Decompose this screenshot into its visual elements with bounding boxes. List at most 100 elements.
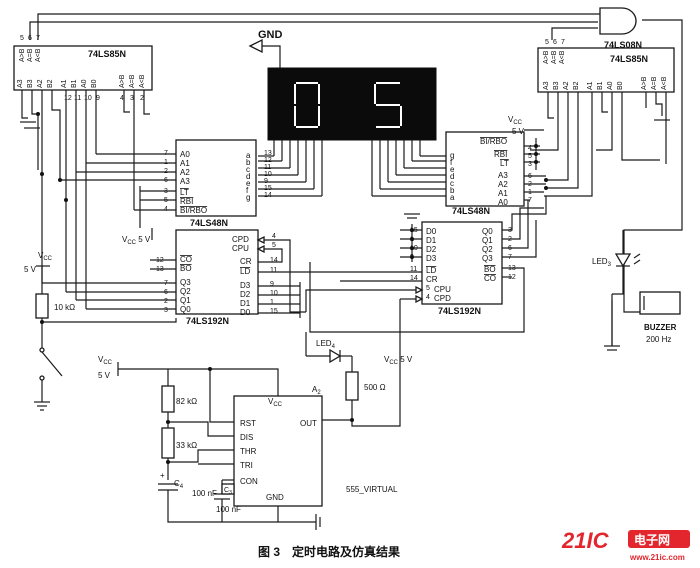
svg-text:A>B: A>B <box>641 76 648 90</box>
buzzer <box>639 291 681 315</box>
svg-text:e: e <box>246 179 251 188</box>
svg-text:A<B: A<B <box>139 74 146 88</box>
svg-text:11: 11 <box>270 267 277 274</box>
svg-text:A=B: A=B <box>551 50 558 64</box>
svg-text:LD: LD <box>426 266 436 275</box>
svg-text:7: 7 <box>36 35 40 42</box>
svg-text:3: 3 <box>164 307 168 314</box>
svg-text:11: 11 <box>74 95 81 102</box>
svg-text:b: b <box>246 158 251 167</box>
svg-text:c: c <box>450 179 454 188</box>
svg-text:A3: A3 <box>498 171 508 180</box>
vcc-label-48-left: VCC 5 V <box>122 235 151 246</box>
svg-text:A0: A0 <box>607 81 614 90</box>
svg-text:12: 12 <box>264 157 272 164</box>
cap-c4-label: C4 <box>174 479 184 490</box>
svg-text:11: 11 <box>264 164 271 171</box>
svg-text:3: 3 <box>528 161 532 168</box>
svg-text:14: 14 <box>264 192 272 199</box>
svg-text:CO: CO <box>180 255 192 264</box>
ground-symbol-top: GND <box>248 29 283 68</box>
svg-text:4: 4 <box>426 294 430 301</box>
svg-text:A<B: A<B <box>661 76 668 90</box>
resistor-33k <box>161 427 175 459</box>
chip-label-85-right: 74LS85N <box>610 54 648 64</box>
svg-text:A3: A3 <box>180 177 190 186</box>
svg-text:CPD: CPD <box>434 294 451 303</box>
svg-text:3: 3 <box>130 95 134 102</box>
svg-text:RST: RST <box>240 419 256 428</box>
svg-text:BI/RBO: BI/RBO <box>180 206 207 215</box>
svg-text:11: 11 <box>410 266 417 273</box>
svg-text:OUT: OUT <box>300 419 317 428</box>
svg-text:B1: B1 <box>597 81 604 90</box>
reset-switch-circuit: VCC 5 V 10 kΩ <box>24 251 177 411</box>
svg-text:A1: A1 <box>180 159 190 168</box>
svg-text:Q1: Q1 <box>180 296 191 305</box>
cap-c3-value: 100 nF <box>216 505 241 514</box>
svg-text:12: 12 <box>64 95 72 102</box>
svg-text:14: 14 <box>270 257 278 264</box>
svg-text:Q2: Q2 <box>180 287 191 296</box>
resistor-33k-label: 33 kΩ <box>176 441 197 450</box>
svg-text:5: 5 <box>426 285 430 292</box>
chip-label-48-right: 74LS48N <box>452 206 490 216</box>
alarm-output: LED3 BUZZER 200 Hz <box>592 230 681 351</box>
svg-text:5: 5 <box>545 39 549 46</box>
svg-text:电子网: 电子网 <box>634 532 670 547</box>
svg-text:D1: D1 <box>240 299 251 308</box>
svg-text:CON: CON <box>240 477 258 486</box>
svg-text:b: b <box>450 186 455 195</box>
svg-text:GND: GND <box>266 493 284 502</box>
svg-text:A2: A2 <box>312 385 321 396</box>
svg-text:A0: A0 <box>81 79 88 88</box>
svg-text:B2: B2 <box>573 81 580 90</box>
chip-label-48-left: 74LS48N <box>190 218 228 228</box>
display-digit-ones <box>374 82 402 128</box>
svg-text:A<B: A<B <box>35 48 42 62</box>
led3-icon <box>614 253 632 268</box>
counter-74ls192-right: D0 D1 D2 D3 LD CR CPU CPD Q0 Q1 Q2 Q3 BO… <box>304 196 547 366</box>
reset-switch[interactable] <box>41 351 63 377</box>
svg-text:LT: LT <box>500 159 509 168</box>
svg-text:9: 9 <box>264 178 268 185</box>
decoder-74ls48-right: g f e d c b a BI/RBO RBI LT A3 A2 A1 A0 … <box>445 115 546 216</box>
svg-text:B0: B0 <box>617 81 624 90</box>
svg-text:g: g <box>246 193 250 202</box>
svg-text:B3: B3 <box>27 79 34 88</box>
figure-caption: 图 3 定时电路及仿真结果 <box>258 544 400 559</box>
svg-text:f: f <box>246 186 249 195</box>
led4-icon <box>329 348 342 364</box>
svg-text:a: a <box>246 151 251 160</box>
svg-text:D1: D1 <box>426 236 437 245</box>
svg-text:5 V: 5 V <box>98 371 111 380</box>
svg-text:A2: A2 <box>180 168 190 177</box>
svg-text:c: c <box>246 165 250 174</box>
cap-c4-value: 100 nF <box>192 489 217 498</box>
svg-text:Q2: Q2 <box>482 245 493 254</box>
svg-text:14: 14 <box>410 275 418 282</box>
chip-label-192-right: 74LS192N <box>438 306 481 316</box>
led3-label: LED3 <box>592 257 612 268</box>
svg-text:A3: A3 <box>543 81 550 90</box>
svg-text:BO: BO <box>484 265 496 274</box>
svg-text:A>B: A>B <box>543 50 550 64</box>
resistor-10k-label: 10 kΩ <box>54 303 75 312</box>
svg-text:A>B: A>B <box>19 48 26 62</box>
svg-text:B0: B0 <box>91 79 98 88</box>
svg-text:D0: D0 <box>426 227 437 236</box>
cap-c3-label: C3 <box>224 487 232 496</box>
svg-text:www.21ic.com: www.21ic.com <box>629 553 685 562</box>
svg-text:RBI: RBI <box>180 197 193 206</box>
svg-text:5: 5 <box>272 242 276 249</box>
svg-text:7: 7 <box>561 39 565 46</box>
svg-text:Q3: Q3 <box>180 278 191 287</box>
svg-text:1: 1 <box>270 299 274 306</box>
svg-text:15: 15 <box>264 185 272 192</box>
resistor-500-label: 500 Ω <box>364 383 386 392</box>
svg-text:A2: A2 <box>37 79 44 88</box>
chip-label-192-left: 74LS192N <box>186 316 229 326</box>
chip-label-85-left: 74LS85N <box>88 49 126 59</box>
and-gate <box>599 7 637 35</box>
